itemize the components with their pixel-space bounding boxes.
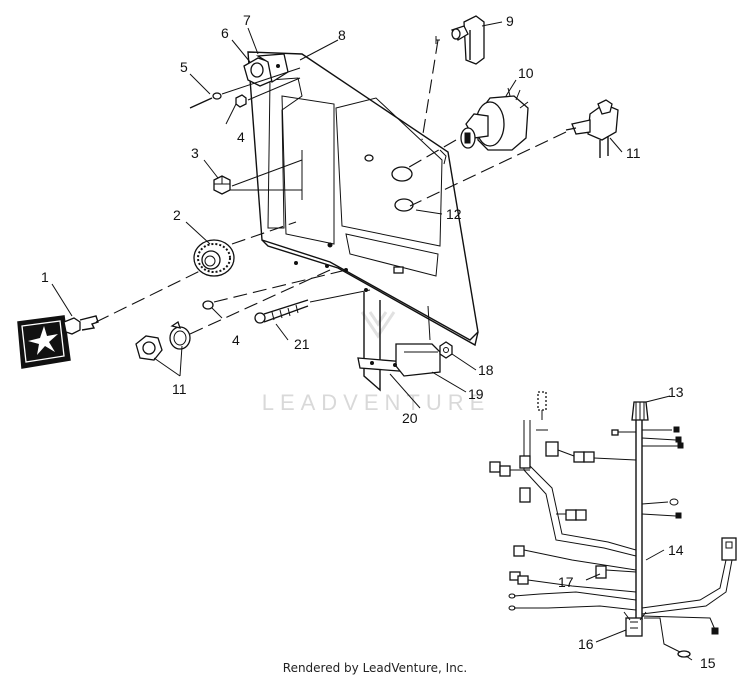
callout-1: 1 bbox=[41, 269, 49, 285]
callout-2: 2 bbox=[173, 207, 181, 223]
callout-5: 5 bbox=[180, 59, 188, 75]
screw-5-icon bbox=[189, 92, 222, 109]
callout-15: 15 bbox=[700, 655, 716, 671]
callouts: 1 2 3 4 5 6 7 8 9 10 11 12 4 21 11 18 19… bbox=[41, 12, 716, 671]
callout-20: 20 bbox=[402, 410, 418, 426]
callout-9: 9 bbox=[506, 13, 514, 29]
callout-7: 7 bbox=[243, 12, 251, 28]
callout-17: 17 bbox=[558, 574, 574, 590]
bezel-nut-icon bbox=[193, 239, 235, 277]
key-icon bbox=[17, 315, 99, 369]
lock-washer-11-icon bbox=[169, 320, 191, 350]
callout-13: 13 bbox=[668, 384, 684, 400]
watermark-text: LEADVENTURE bbox=[262, 390, 491, 415]
toggle-switch-11-icon bbox=[565, 99, 619, 158]
callout-19: 19 bbox=[468, 386, 484, 402]
callout-12: 12 bbox=[446, 206, 462, 222]
footer-credit: Rendered by LeadVenture, Inc. bbox=[282, 661, 468, 675]
panel-bracket bbox=[243, 53, 289, 87]
nut-18-icon bbox=[439, 341, 453, 359]
watermark: LEADVENTURE bbox=[262, 311, 491, 415]
screw-21-icon bbox=[254, 299, 309, 324]
watermark-logo-icon bbox=[360, 311, 396, 339]
callout-4-lower: 4 bbox=[232, 332, 240, 348]
dash-panel bbox=[247, 51, 479, 347]
callout-3: 3 bbox=[191, 145, 199, 161]
callout-4-top: 4 bbox=[237, 129, 245, 145]
ignition-switch-icon bbox=[460, 87, 529, 151]
nut-4-top-icon bbox=[235, 94, 247, 108]
lower-bracket bbox=[357, 292, 441, 392]
callout-14: 14 bbox=[668, 542, 684, 558]
callout-11-left: 11 bbox=[172, 381, 187, 397]
switch-nut-11-icon bbox=[135, 335, 163, 361]
callout-16: 16 bbox=[578, 636, 594, 652]
callout-11-right: 11 bbox=[626, 145, 641, 161]
wiring-harness bbox=[489, 391, 737, 658]
screw-4-lower-icon bbox=[202, 300, 214, 310]
callout-8: 8 bbox=[338, 27, 346, 43]
toggle-switch-9-icon bbox=[451, 15, 485, 65]
leader-lines bbox=[51, 21, 693, 661]
nut-3-icon bbox=[213, 175, 231, 195]
callout-6: 6 bbox=[221, 25, 229, 41]
callout-21: 21 bbox=[294, 336, 310, 352]
callout-10: 10 bbox=[518, 65, 534, 81]
callout-18: 18 bbox=[478, 362, 494, 378]
